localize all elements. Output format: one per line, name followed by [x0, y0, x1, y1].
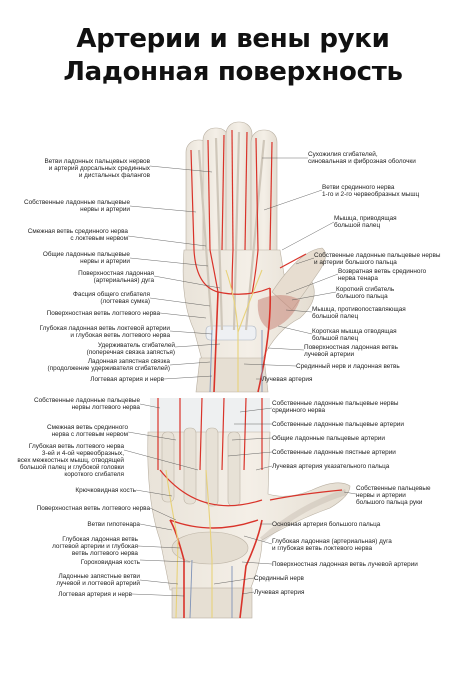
- label-deep-ulnar-nerve-4: большой палец и глубокой головки: [20, 463, 125, 471]
- label-ulnar-digital-nerves: Собственные ладонные пальцевые: [34, 396, 140, 404]
- label-median-nerve-palmar: Срединный нерв и ладонная ветвь: [296, 362, 400, 370]
- label-palmar-carpal-ligament: Ладонная запястная связка: [88, 358, 171, 365]
- label-superficial-ulnar-nerve: Поверхностная ветвь логтевого нерва: [47, 310, 161, 317]
- label-deep-ulnar-nerve: Глубокая ветвь логтевого нерва: [29, 442, 125, 450]
- label-palmar-carpal-ligament-2: (продолжение удерживателя сгибателей): [48, 364, 170, 372]
- label-hamate-bone: Крючковидная кость: [75, 487, 136, 494]
- label-proper-digital-nerves-2: нервы и артерии: [80, 206, 130, 213]
- label-flexor-tendons: Сухожилия сгибателей,: [308, 150, 378, 158]
- label-deep-ulnar-artery-bottom-3: ветвь логтевого нерва: [72, 550, 139, 557]
- label-common-digital-2: нервы и артерии: [80, 258, 130, 265]
- label-palmar-carpal-branches-2: лучевой и логтевой артерий: [56, 579, 140, 587]
- label-superficial-ulnar-nerve-bottom: Поверхностная ветвь логтевого нерва: [37, 505, 151, 512]
- label-digital-branches: Ветви ладонных пальцевых нервов: [44, 158, 150, 165]
- label-deep-ulnar-nerve-5: короткого сгибателя: [64, 470, 124, 478]
- top-left-labels: Ветви ладонных пальцевых нервов и артери…: [24, 158, 175, 383]
- label-princeps-pollicis: Основная артерия большого пальца: [272, 520, 381, 528]
- label-deep-ulnar-nerve-2: 3-ей и 4-ой червеобразных,: [42, 449, 124, 457]
- label-thumb-digital-nerves-2: и артерии большого пальца: [314, 258, 397, 266]
- label-hypothenar-branches: Ветви гипотенара: [87, 521, 140, 528]
- flexor-retinaculum: [205, 325, 257, 341]
- label-superficial-radial-branch-2: лучевой артерии: [304, 350, 355, 358]
- label-superficial-radial-branch: Поверхностная ладонная ветвь: [304, 344, 399, 351]
- label-common-digital-arteries: Общие ладонные пальцевые артерии: [272, 434, 385, 442]
- label-superficial-arch-2: (артериальная) дуга: [94, 277, 155, 284]
- label-deep-ulnar-artery-2: и глубокая ветвь логтевого нерва: [70, 331, 170, 339]
- label-radialis-indicis: Лучевая артерия указательного пальца: [272, 463, 390, 470]
- label-thumb-digital-nerves: Собственные ладонные пальцевые нервы: [314, 251, 441, 259]
- label-pisiform-bone: Гороховидная кость: [81, 559, 141, 566]
- label-median-ulnar-communicating: Смежная ветвь срединного: [47, 424, 128, 431]
- label-palmar-carpal-branches: Ладонные запястные ветви: [58, 573, 140, 580]
- label-deep-ulnar-artery-bottom-2: логтевой артерии и глубокая: [52, 542, 138, 550]
- label-deep-palmar-arch: Глубокая ладонная (артериальная) дуга: [272, 537, 392, 545]
- label-thumb-digital: Собственные пальцевые: [356, 484, 431, 492]
- label-median-ulnar-communicating-2: нерва с логтевым нервом: [52, 431, 128, 438]
- label-flexor-pollicis-brevis: Короткий сгибатель: [336, 285, 395, 293]
- label-digital-branches-2: и артерий дорсальных срединных: [49, 164, 151, 172]
- label-flexor-retinaculum-2: (поперечная связка запястья): [87, 349, 175, 356]
- label-recurrent-branch-2: нерва тенара: [338, 275, 378, 282]
- top-forearm: [195, 357, 269, 393]
- bottom-right-labels: Собственные ладонные пальцевые нервы сре…: [254, 399, 431, 596]
- label-deep-palmar-arch-2: и глубокая ветвь локтевого нерва: [272, 544, 373, 552]
- poster-title-line-1: Артерии и вены руки: [76, 24, 390, 54]
- top-hand-figure: [182, 121, 326, 393]
- label-opponens-pollicis-2: большой палец: [312, 312, 358, 320]
- label-abductor-pollicis-brevis: Короткая мышца отводящая: [312, 328, 397, 335]
- label-common-digital: Общие ладонные пальцевые: [43, 250, 131, 258]
- label-thumb-digital-2: нервы и артерии: [356, 492, 406, 499]
- thenar-muscles: [257, 295, 300, 330]
- label-deep-ulnar-artery-bottom: Глубокая ладонная ветвь: [62, 535, 138, 543]
- label-median-branches: Ветви срединного нерва: [322, 184, 395, 191]
- label-flexor-retinaculum: Удерживатель сгибателей: [98, 341, 176, 349]
- label-median-branches-2: 1-го и 2-го червеобразных мышц: [322, 190, 419, 198]
- label-ulnar-digital-nerves-2: нервы логтевого нерва: [72, 404, 141, 411]
- label-thumb-digital-3: большого пальца руки: [356, 498, 423, 506]
- label-communicating-branch: Смежная ветвь срединного нерва: [28, 228, 129, 235]
- label-digital-branches-3: и дистальных фалангов: [79, 172, 151, 179]
- bottom-hand-figure: [147, 397, 351, 619]
- label-flexor-fascia: Фасция общего сгибателя: [73, 290, 150, 298]
- top-leader-lines: [127, 157, 339, 380]
- label-proper-digital-arteries: Собственные ладонные пальцевые артерии: [272, 420, 404, 428]
- label-adductor-pollicis: Мышца, приводящая: [334, 215, 397, 222]
- label-opponens-pollicis: Мышца, противопоставляющая: [312, 306, 406, 313]
- thumb-outline: [260, 489, 347, 543]
- top-right-labels: Сухожилия сгибателей, синовальная и фибр…: [262, 150, 441, 383]
- label-recurrent-branch: Возвратная ветвь срединного: [338, 268, 427, 275]
- label-superficial-arch: Поверхностная ладонная: [78, 270, 154, 277]
- label-palmar-metacarpal-arteries: Собственные ладонные пястные артерии: [272, 448, 396, 456]
- label-flexor-tendons-2: синовальная и фиброзная оболочки: [308, 157, 416, 165]
- label-abductor-pollicis-brevis-2: большой палец: [312, 334, 358, 342]
- label-median-nerve-bottom: Срединный нерв: [254, 574, 305, 582]
- label-communicating-branch-2: с локтевым нервом: [70, 235, 128, 242]
- bottom-leader-lines: [123, 403, 357, 597]
- poster-title-line-2: Ладонная поверхность: [63, 57, 403, 87]
- label-flexor-pollicis-brevis-2: большого пальца: [336, 292, 388, 300]
- label-superficial-radial-palmar: Поверхностная ладонная ветвь лучевой арт…: [272, 560, 418, 568]
- label-deep-ulnar-artery: Глубокая ладонная ветвь локтевой артерии: [40, 324, 171, 332]
- label-median-digital-nerves-2: срединного нерва: [272, 407, 326, 414]
- label-median-digital-nerves: Собственные ладонные пальцевые нервы: [272, 399, 399, 407]
- label-radial-artery-top: Лучевая артерия: [262, 376, 313, 383]
- thumb: [271, 247, 326, 311]
- label-ulnar-artery-nerve-bottom: Логтевая артерия и нерв: [58, 591, 132, 598]
- label-ulnar-artery-nerve: Логтевая артерия и нерв: [90, 376, 164, 383]
- label-proper-digital-nerves: Собственные ладонные пальцевые: [24, 198, 130, 206]
- label-adductor-pollicis-2: большой палец: [334, 221, 380, 229]
- label-deep-ulnar-nerve-3: всех межкостных мышц, отводящей: [17, 456, 124, 464]
- label-radial-artery-bottom: Лучевая артерия: [254, 589, 305, 596]
- label-flexor-fascia-2: (логтевая сумка): [100, 298, 150, 305]
- bottom-left-labels: Собственные ладонные пальцевые нервы лог…: [17, 396, 150, 598]
